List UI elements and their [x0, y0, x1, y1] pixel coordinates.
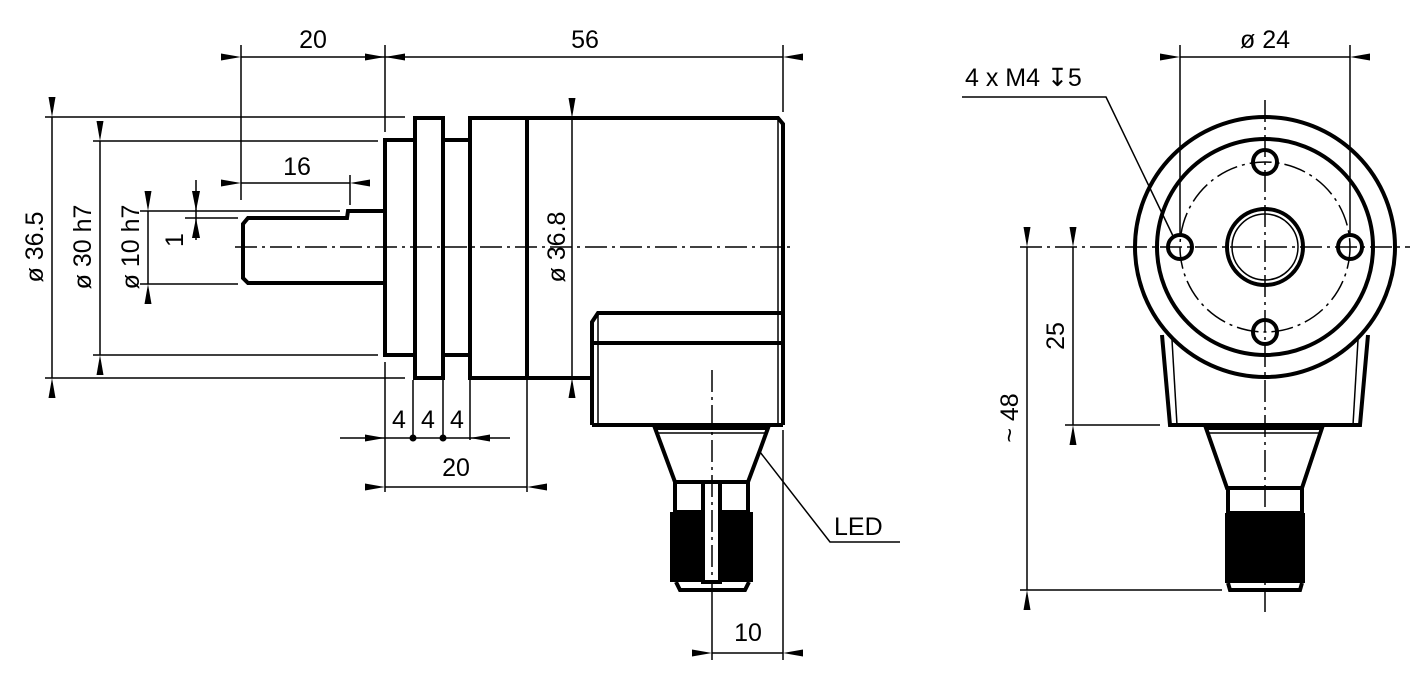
connector-pin-right — [718, 480, 750, 514]
dim-total-length: 56 — [571, 26, 599, 54]
dim-center-height: 25 — [1042, 322, 1070, 350]
dim-connector-offset: 10 — [734, 619, 762, 647]
led-label: LED — [834, 513, 883, 541]
led-leader — [759, 451, 900, 543]
housing-front — [468, 116, 529, 380]
flange — [413, 116, 445, 380]
connector-cone-front — [1203, 426, 1325, 490]
dim-total-height: ~ 48 — [996, 393, 1024, 442]
dim-diameter-spigot: ø 30 h7 — [69, 205, 97, 290]
connector-housing — [590, 311, 783, 427]
thread-right — [720, 512, 753, 582]
side-view: 20 56 16 ø 36.5 ø 30 h7 ø 10 h7 1 ø 36.8… — [21, 26, 900, 660]
connector-pin-left — [673, 480, 705, 514]
thread-callout: 4 x M4 ↧5 — [965, 64, 1082, 92]
connector-cone — [652, 426, 771, 484]
dim-flange-total: 20 — [442, 454, 470, 482]
dim-shaft-length: 20 — [299, 26, 327, 54]
dim-shaft-usable: 16 — [283, 153, 311, 181]
dim-body-diameter: ø 36.8 — [543, 212, 571, 283]
shaft — [241, 209, 385, 285]
dim-flange-3: 4 — [450, 406, 464, 434]
dim-flange-1: 4 — [392, 406, 406, 434]
dim-bolt-circle: ø 24 — [1240, 26, 1290, 54]
front-view: ø 24 4 x M4 ↧5 25 ~ 48 — [962, 26, 1410, 612]
dim-diameter-shaft: ø 10 h7 — [117, 205, 145, 290]
thread-leader — [962, 96, 1175, 239]
dim-flat: 1 — [161, 233, 189, 247]
dim-diameter-outer: ø 36.5 — [21, 212, 49, 283]
housing-body — [527, 116, 785, 425]
thread-left — [670, 512, 703, 582]
dim-flange-2: 4 — [421, 406, 435, 434]
